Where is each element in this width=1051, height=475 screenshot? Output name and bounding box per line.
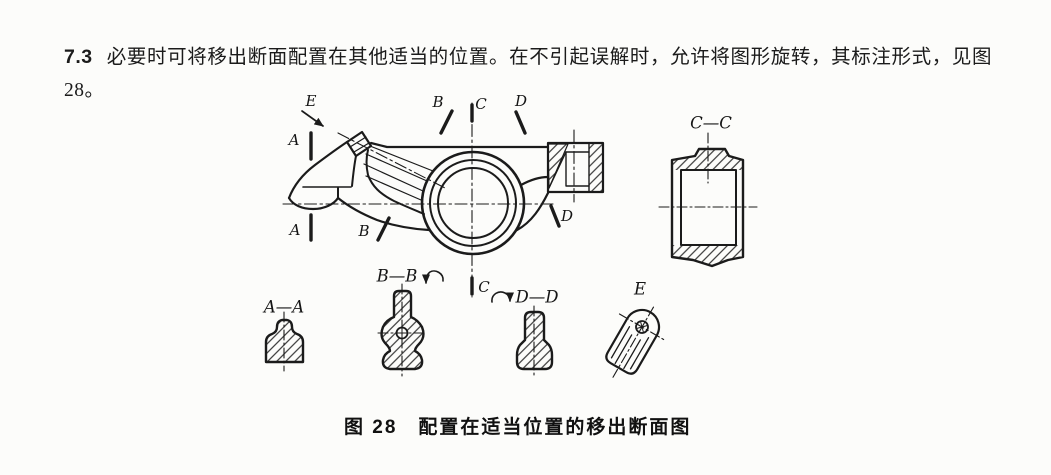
cut-d-bottom: [549, 204, 561, 228]
section-dd-rotate-symbol: [491, 291, 514, 303]
section-cc-centerlines: [658, 132, 758, 208]
cutting-plane-strokes: [309, 103, 561, 296]
right-arm-lower-edge: [515, 191, 550, 232]
section-e-centerlines: [612, 306, 667, 378]
label-d-top: D: [514, 92, 528, 110]
arm-bottom-edge: [336, 196, 431, 232]
section-view-dd: [491, 291, 554, 376]
clause-number: 7.3: [64, 45, 93, 68]
section-e-rib-lines: [610, 326, 650, 370]
label-c-bottom: C: [478, 278, 490, 296]
boss-bore-circle: [437, 167, 509, 239]
section-view-cc: [658, 132, 758, 268]
pad-stub-line-2: [353, 142, 370, 153]
right-arm-upper-edge: [519, 175, 550, 187]
label-b-top: B: [432, 93, 444, 111]
label-section-aa: A—A: [263, 297, 305, 317]
valve-block-break-line: [548, 151, 567, 189]
view-e-arrow: [301, 110, 324, 127]
label-b-bottom: B: [358, 222, 370, 240]
valve-block-wall-hatch: [588, 142, 604, 193]
cut-b-top: [439, 109, 454, 135]
web-top-edge: [369, 141, 550, 149]
label-section-bb: B—B: [376, 266, 418, 286]
label-a-top: A: [288, 131, 300, 149]
cut-b-bottom: [376, 216, 391, 242]
label-section-e: E: [633, 279, 647, 299]
neck-left-edge: [351, 155, 357, 187]
neck-right-fillet: [365, 149, 425, 215]
section-aa-shape: [264, 318, 305, 364]
section-view-e: [605, 306, 667, 378]
figure-caption: 图 28 配置在适当位置的移出断面图: [344, 417, 692, 438]
centerlines: [282, 102, 575, 298]
section-bb-rotate-symbol: [422, 270, 444, 284]
label-a-bottom: A: [289, 221, 301, 239]
cut-d-top: [514, 110, 527, 135]
label-e-main: E: [305, 92, 317, 110]
section-cc-bottom-hatch: [672, 245, 743, 266]
main-view: [282, 102, 605, 298]
left-head-upper-edge: [287, 140, 349, 200]
label-c-top: C: [475, 95, 487, 113]
valve-block-corner-hatch: [547, 143, 569, 189]
section-bb-centerlines: [377, 283, 428, 377]
boss-outer-circle: [420, 150, 526, 256]
clause-text: 必要时可将移出断面配置在其他适当的位置。在不引起误解时，允许将图形旋转，其标注形…: [64, 46, 992, 102]
label-section-dd: D—D: [515, 287, 559, 307]
section-view-aa: [264, 311, 305, 372]
valve-block-inner-lines: [565, 151, 590, 187]
boss-mid-circle: [429, 159, 517, 247]
arm-rib-lines: [363, 145, 434, 201]
label-section-cc: C—C: [690, 113, 732, 133]
section-dd-shape: [515, 310, 554, 371]
head-lobe-bottom: [287, 196, 340, 211]
pad-stub-line-1: [349, 136, 367, 148]
section-cc-outline: [670, 147, 745, 268]
section-view-bb: [377, 270, 444, 377]
arm-axis-centerline: [337, 132, 446, 189]
label-d-bottom: D: [560, 207, 574, 225]
